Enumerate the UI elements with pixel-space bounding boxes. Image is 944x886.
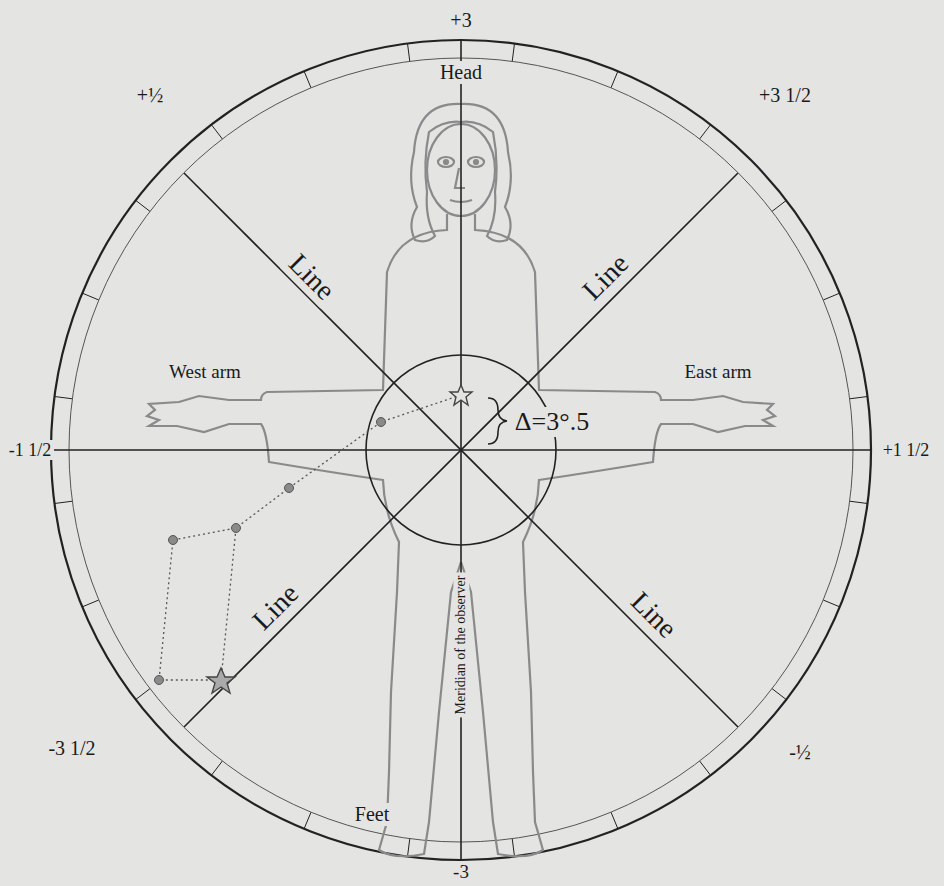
scale-number: +3 1/2 <box>756 84 814 107</box>
tick-mark <box>850 397 868 399</box>
scale-number: -3 <box>450 861 472 883</box>
tick-mark <box>82 293 99 300</box>
tick-mark <box>700 125 711 139</box>
tick-mark <box>823 600 840 607</box>
scale-number: -½ <box>786 741 814 764</box>
line-label: Line <box>244 575 307 638</box>
scale-number: +3 <box>447 9 474 32</box>
part-label: East arm <box>681 361 754 383</box>
delta-label: Δ=3°.5 <box>512 407 592 437</box>
tick-mark <box>408 839 410 857</box>
scale-number: +½ <box>134 84 166 107</box>
tick-mark <box>611 71 618 88</box>
tick-mark <box>700 761 711 775</box>
tick-mark <box>512 839 514 857</box>
tick-mark <box>408 44 410 62</box>
tick-mark <box>55 501 73 503</box>
tick-mark <box>304 812 311 829</box>
tick-mark <box>850 501 868 503</box>
line-label: Line <box>280 245 343 308</box>
meridian-label: Meridian of the observer <box>453 573 469 718</box>
tick-mark <box>82 600 99 607</box>
tick-mark <box>772 200 786 211</box>
tick-mark <box>772 689 786 700</box>
tick-mark <box>211 761 222 775</box>
part-label: Feet <box>352 803 392 826</box>
bracket <box>488 398 507 444</box>
constellation <box>155 385 473 693</box>
tick-mark <box>611 812 618 829</box>
part-label: West arm <box>166 361 244 383</box>
tick-mark <box>136 689 150 700</box>
scale-number: -3 1/2 <box>45 737 98 760</box>
scale-number: -1 1/2 <box>6 440 55 461</box>
line-label: Line <box>574 245 637 308</box>
tick-mark <box>512 44 514 62</box>
tick-mark <box>136 200 150 211</box>
tick-mark <box>823 293 840 300</box>
line-label: Line <box>622 583 685 646</box>
tick-mark <box>211 125 222 139</box>
scale-number: +1 1/2 <box>880 440 933 461</box>
part-label: Head <box>437 61 485 84</box>
tick-mark <box>55 397 73 399</box>
tick-mark <box>304 71 311 88</box>
